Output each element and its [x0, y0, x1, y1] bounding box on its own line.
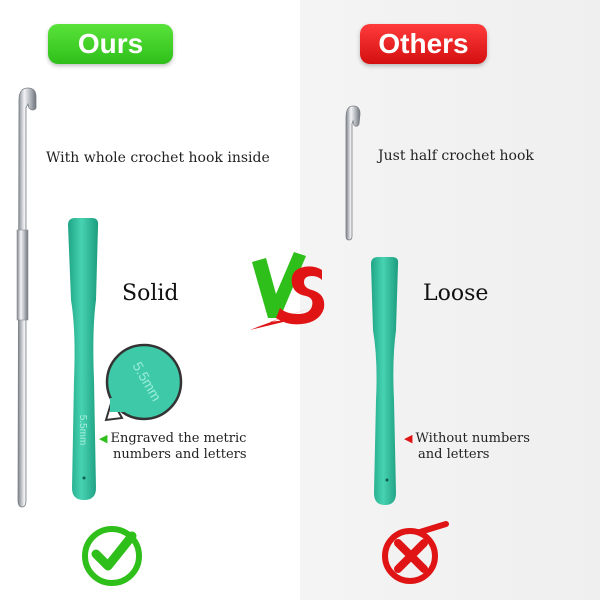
ours-engraving-note: ◀Engraved the metric numbers and letters: [99, 431, 247, 463]
loose-handle: [371, 257, 399, 505]
cross-icon: [382, 521, 449, 584]
half-crochet-hook: [345, 105, 361, 241]
others-note-line1: Without numbers: [415, 431, 530, 446]
solid-label: Solid: [122, 281, 179, 306]
pointer-left-arrow-icon: ◀: [404, 432, 413, 445]
full-crochet-hook: [16, 87, 37, 508]
others-engraving-note: ◀Without numbers and letters: [404, 431, 530, 463]
pointer-left-arrow-icon: ◀: [99, 432, 108, 445]
others-note-line2: and letters: [418, 447, 490, 462]
loose-label: Loose: [423, 281, 489, 306]
others-badge: Others: [360, 24, 487, 64]
ours-note-line2: numbers and letters: [113, 447, 247, 462]
solid-handle: 5.5mm: [68, 218, 99, 500]
others-hook-caption: Just half crochet hook: [378, 148, 534, 164]
others-panel-background: [300, 0, 600, 600]
check-icon: [82, 526, 142, 586]
engraving-on-handle: 5.5mm: [77, 415, 88, 446]
ours-hook-caption: With whole crochet hook inside: [46, 150, 270, 166]
magnifier-bubble: 5.5mm: [104, 343, 183, 422]
ours-badge: Ours: [48, 24, 173, 64]
versus-icon: [250, 252, 325, 330]
ours-note-line1: Engraved the metric: [110, 431, 247, 446]
